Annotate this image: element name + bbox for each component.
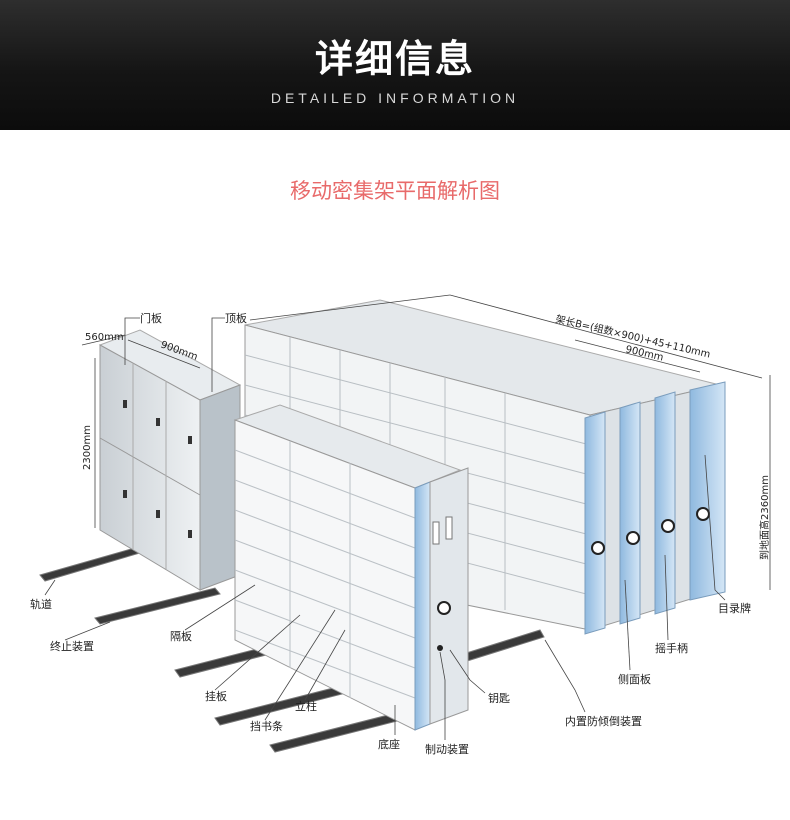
track-2 <box>94 587 221 625</box>
label-book-stop: 挡书条 <box>250 719 283 733</box>
label-top-panel: 顶板 <box>225 311 247 325</box>
tracks <box>39 544 545 753</box>
dim-depth: 560mm <box>85 332 124 343</box>
dim-height: 2300mm <box>82 425 93 470</box>
crank-wheel-icon <box>437 601 451 615</box>
label-side-panel: 侧面板 <box>618 672 651 686</box>
label-base: 底座 <box>378 737 400 751</box>
front-shelving <box>233 404 469 731</box>
crank-wheel-icon <box>661 519 675 533</box>
dimension-lines <box>81 294 771 590</box>
page-title: 详细信息 <box>314 37 475 81</box>
crank-wheel-icon <box>696 507 710 521</box>
part-labels: 门板 顶板 轨道 终止装置 隔板 挂板 挡书条 立柱 底座 制动装置 钥匙 内置… <box>30 311 751 756</box>
label-key: 钥匙 <box>488 691 510 705</box>
label-crank: 摇手柄 <box>655 641 688 655</box>
page-subtitle: DETAILED INFORMATION <box>270 90 520 106</box>
header-banner: 详细信息 DETAILED INFORMATION <box>0 0 790 130</box>
label-brake: 制动装置 <box>425 743 469 756</box>
label-label-plate: 目录牌 <box>718 601 751 615</box>
leader-lines <box>44 317 726 740</box>
crank-wheel-icon <box>591 541 605 555</box>
dim-floor-height: 到地面高2360mm <box>758 475 771 560</box>
closed-cabinet <box>98 329 242 591</box>
diagram-title: 移动密集架平面解析图 <box>290 179 500 203</box>
label-door-panel: 门板 <box>140 311 162 325</box>
label-hanging-board: 挂板 <box>205 689 227 703</box>
label-anti-tip: 内置防倾倒装置 <box>565 714 642 728</box>
label-stop-device: 终止装置 <box>50 639 94 653</box>
label-track: 轨道 <box>30 597 52 611</box>
track-4 <box>214 684 351 726</box>
track-6 <box>459 629 545 663</box>
key-icon <box>437 645 443 651</box>
label-shelf-board: 隔板 <box>170 629 192 643</box>
label-column: 立柱 <box>295 699 317 713</box>
crank-wheel-icon <box>626 531 640 545</box>
